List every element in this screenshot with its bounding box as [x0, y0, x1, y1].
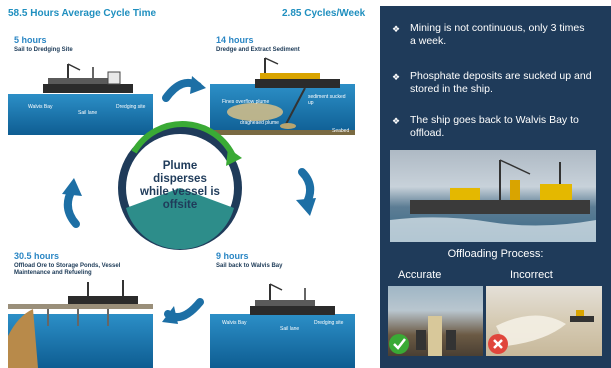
dredger-ship-icon [43, 63, 133, 93]
cycle-arrow-icon [162, 76, 206, 102]
dredger-ship-icon [250, 283, 335, 315]
checkmark-icon [389, 334, 409, 354]
panel-title: Offload Ore to Storage Ponds, Vessel Mai… [14, 263, 121, 276]
label-sail-lane: Sail lane [280, 326, 300, 332]
accurate-offload-photo [388, 286, 483, 356]
panel-title: Sail back to Walvis Bay [216, 263, 283, 269]
incorrect-label: Incorrect [510, 269, 553, 281]
cycle-arrow-icon [162, 298, 204, 324]
cycle-time-header: 58.5 Hours Average Cycle Time [8, 8, 157, 19]
bullet-item: ❖ Phosphate deposits are sucked up and s… [392, 70, 592, 95]
panel-title: Dredge and Extract Sediment [216, 47, 300, 53]
label-sediment-sucked: sediment sucked up [308, 94, 346, 106]
label-overflow-plume: Fines overflow plume [222, 99, 270, 105]
panel-sail-to-site: 5 hours Sail to Dredging Site Walvis Bay… [8, 32, 153, 135]
cycles-per-week-header: 2.85 Cycles/Week [282, 8, 366, 19]
diamond-bullet-icon: ❖ [392, 24, 401, 34]
diamond-bullet-icon: ❖ [392, 72, 401, 82]
label-draghead-plume: dragheaed plume [240, 120, 279, 126]
panel-sail-back: 9 hours Sail back to Walvis Bay Walvis B… [210, 248, 355, 368]
label-dredging-site: Dredging site [116, 104, 146, 110]
bullet-item: ❖ The ship goes back to Walvis Bay to of… [392, 114, 579, 139]
offload-port-icon [8, 280, 153, 368]
dredging-ship-photo [390, 150, 596, 242]
diamond-bullet-icon: ❖ [392, 116, 401, 126]
center-plume-text: Plume disperses while vessel is offsite [140, 160, 220, 211]
label-sail-lane: Sail lane [78, 110, 98, 116]
label-walvis-bay: Walvis Bay [222, 320, 247, 326]
dredging-scene-icon [210, 57, 355, 135]
cycle-arrow-icon [62, 178, 82, 228]
panel-offload: 30.5 hours Offload Ore to Storage Ponds,… [8, 248, 153, 368]
label-dredging-site: Dredging site [314, 320, 344, 326]
incorrect-offload-photo [486, 286, 602, 356]
bullet-item: ❖ Mining is not continuous, only 3 times… [392, 22, 585, 47]
label-seabed: Seabed [332, 128, 350, 134]
panel-title: Sail to Dredging Site [14, 47, 73, 53]
cycle-arrow-icon [296, 168, 316, 216]
panel-dredge-extract: 14 hours Dredge and Extract Sediment Fin… [210, 32, 355, 135]
panel-hours: 30.5 hours [14, 251, 60, 261]
label-walvis-bay: Walvis Bay [28, 104, 53, 110]
panel-hours: 9 hours [216, 251, 249, 261]
panel-hours: 5 hours [14, 35, 47, 45]
sea-water [210, 314, 355, 368]
cycle-circle [118, 121, 242, 250]
sea-water [8, 93, 153, 135]
accurate-label: Accurate [398, 269, 442, 281]
info-sidebar: ❖ Mining is not continuous, only 3 times… [380, 6, 611, 368]
offloading-title: Offloading Process: [447, 248, 544, 260]
panel-hours: 14 hours [216, 35, 254, 45]
